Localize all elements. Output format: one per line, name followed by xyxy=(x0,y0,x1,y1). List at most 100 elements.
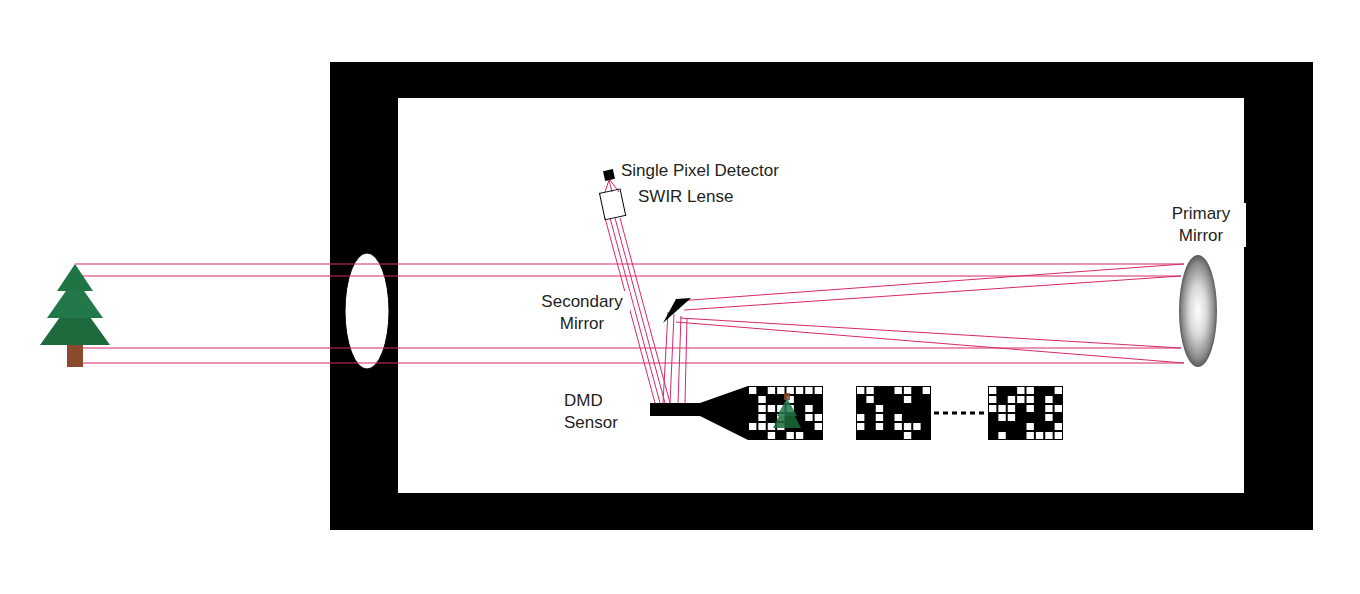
mirror-on-cell xyxy=(787,432,794,439)
mirror-on-cell xyxy=(815,414,822,421)
ray xyxy=(605,180,609,192)
mirror-on-cell xyxy=(749,387,756,394)
dmd-patterns xyxy=(748,386,1063,440)
mirror-on-cell xyxy=(876,414,883,421)
mirror-on-cell xyxy=(1027,423,1034,430)
mirror-on-cell xyxy=(1008,405,1015,412)
mirror-on-cell xyxy=(998,432,1005,439)
mirror-on-cell xyxy=(1045,396,1052,403)
mirror-on-cell xyxy=(1045,414,1052,421)
mirror-on-cell xyxy=(1036,432,1043,439)
mirror-on-cell xyxy=(758,423,765,430)
zoom-callout xyxy=(700,386,748,440)
mirror-on-cell xyxy=(805,387,812,394)
mirror-on-cell xyxy=(768,432,775,439)
mirror-on-cell xyxy=(866,396,873,403)
secondary-mirror xyxy=(663,298,691,323)
mirror-on-cell xyxy=(989,396,996,403)
mirror-on-cell xyxy=(857,423,864,430)
tree-image xyxy=(773,393,801,428)
ray xyxy=(678,316,681,403)
part-label: Primary Mirror xyxy=(1156,203,1246,247)
aperture-lens xyxy=(345,253,389,369)
mirror-on-cell xyxy=(1017,387,1024,394)
mirror-on-cell xyxy=(768,405,775,412)
part-label: DMD Sensor xyxy=(564,390,639,434)
mirror-on-cell xyxy=(866,387,873,394)
camera-housing xyxy=(330,62,1313,530)
housing-interior xyxy=(398,98,1244,493)
mirror-on-cell xyxy=(989,405,996,412)
mirror-on-cell xyxy=(758,396,765,403)
pattern-ground xyxy=(988,386,1063,440)
mirror-on-cell xyxy=(815,423,822,430)
mirror-on-cell xyxy=(787,387,794,394)
tree-foliage xyxy=(57,264,93,291)
ray xyxy=(75,363,1184,364)
dmd-pattern xyxy=(856,386,931,440)
ray xyxy=(684,276,1181,310)
ellipsis-dashes xyxy=(934,412,986,415)
ray xyxy=(75,264,1184,265)
pattern-ground xyxy=(748,386,823,440)
mirror-on-cell xyxy=(895,414,902,421)
mirror-on-cell xyxy=(895,423,902,430)
mirror-on-cell xyxy=(904,387,911,394)
tree-object xyxy=(40,264,110,367)
mirror-on-cell xyxy=(1027,432,1034,439)
mirror-on-cell xyxy=(1045,405,1052,412)
pattern-ground xyxy=(856,386,931,440)
mirror-on-cell xyxy=(805,414,812,421)
mirror-on-cell xyxy=(1045,432,1052,439)
dmd-sensor xyxy=(650,403,700,416)
ray xyxy=(75,348,1181,349)
tree-trunk xyxy=(67,343,83,367)
mirror-on-cell xyxy=(904,432,911,439)
single-pixel-detector xyxy=(603,169,615,181)
mirror-on-cell xyxy=(749,423,756,430)
ray xyxy=(670,314,674,403)
mirror-on-cell xyxy=(758,414,765,421)
mirror-on-cell xyxy=(1055,432,1062,439)
dmd-pattern xyxy=(988,386,1063,440)
mirror-on-cell xyxy=(768,387,775,394)
mirror-on-cell xyxy=(876,405,883,412)
part-label: Secondary Mirror xyxy=(534,291,630,335)
ray xyxy=(663,312,668,403)
mirror-on-cell xyxy=(796,432,803,439)
mirror-on-cell xyxy=(1027,405,1034,412)
mirror-on-cell xyxy=(1008,414,1015,421)
part-label: Single Pixel Detector xyxy=(621,160,779,182)
ray xyxy=(676,322,1184,363)
swir-lens xyxy=(600,189,626,220)
mirror-on-cell xyxy=(857,387,864,394)
mirror-on-cell xyxy=(805,405,812,412)
dmd-pattern xyxy=(748,386,823,440)
mirror-on-cell xyxy=(1017,396,1024,403)
mirror-on-cell xyxy=(1027,387,1034,394)
primary-mirror xyxy=(1179,255,1217,367)
mirror-on-cell xyxy=(904,423,911,430)
mirror-on-cell xyxy=(895,387,902,394)
light-rays xyxy=(75,180,1184,403)
ray xyxy=(685,318,687,403)
mirror-on-cell xyxy=(1055,423,1062,430)
mirror-on-cell xyxy=(998,414,1005,421)
mirror-on-cell xyxy=(857,414,864,421)
mirror-on-cell xyxy=(777,387,784,394)
part-label: SWIR Lense xyxy=(638,186,733,208)
mirror-on-cell xyxy=(1027,396,1034,403)
ray xyxy=(680,318,1181,348)
mirror-on-cell xyxy=(998,405,1005,412)
mirror-on-cell xyxy=(876,423,883,430)
mirror-on-cell xyxy=(1055,405,1062,412)
mirror-on-cell xyxy=(796,387,803,394)
mirror-on-cell xyxy=(1008,396,1015,403)
tree-foliage xyxy=(777,398,797,416)
mirror-on-cell xyxy=(989,387,996,394)
mirror-on-cell xyxy=(904,396,911,403)
mirror-on-cell xyxy=(1055,387,1062,394)
mirror-on-cell xyxy=(913,423,920,430)
